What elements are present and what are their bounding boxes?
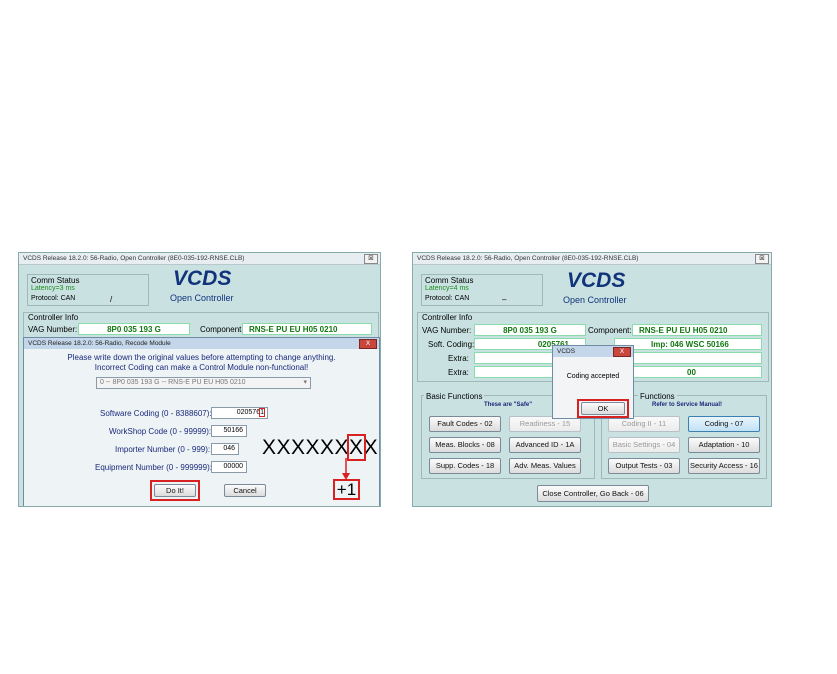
annotation-suffix: X — [363, 436, 379, 459]
ok-button[interactable]: OK — [581, 402, 625, 415]
module-select[interactable]: 0 -- 8P0 035 193 G -- RNS-E PU EU H05 02… — [96, 377, 311, 389]
software-coding-label: Software Coding (0 - 8388607): — [100, 409, 212, 418]
extra-label-2: Extra: — [448, 368, 469, 377]
right-window-title: VCDS Release 18.2.0: 56-Radio, Open Cont… — [417, 255, 639, 262]
recode-module-dialog: VCDS Release 18.2.0: 56-Radio, Recode Mo… — [23, 337, 380, 506]
module-select-value: 0 -- 8P0 035 193 G -- RNS-E PU EU H05 02… — [100, 379, 246, 386]
comm-status-label: Comm Status — [425, 276, 474, 285]
advanced-functions-note: Refer to Service Manual! — [652, 402, 723, 408]
comm-status-label: Comm Status — [31, 276, 80, 285]
adv-meas-values-button[interactable]: Adv. Meas. Values — [509, 458, 581, 474]
chevron-down-icon: ▾ — [303, 379, 307, 386]
supp-codes-button[interactable]: Supp. Codes - 18 — [429, 458, 501, 474]
right-window-close-icon[interactable]: ☒ — [755, 254, 769, 264]
left-window-title: VCDS Release 18.2.0: 56-Radio, Open Cont… — [23, 255, 245, 262]
readiness-button[interactable]: Readiness - 15 — [509, 416, 581, 432]
component-field: RNS-E PU EU H05 0210 — [242, 323, 372, 335]
advanced-functions-box: Functions Refer to Service Manual! Codin… — [601, 392, 767, 479]
controller-info-label: Controller Info — [422, 313, 473, 322]
fault-codes-button[interactable]: Fault Codes - 02 — [429, 416, 501, 432]
protocol-text: Protocol: CAN — [31, 295, 76, 302]
latency-text: Latency=4 ms — [425, 285, 469, 292]
left-comm-status-box: Comm Status Latency=3 ms Protocol: CAN / — [27, 274, 149, 306]
close-controller-button[interactable]: Close Controller, Go Back - 06 — [537, 485, 649, 502]
plus-one-text: +1 — [336, 480, 357, 499]
meas-blocks-button[interactable]: Meas. Blocks - 08 — [429, 437, 501, 453]
annotation-boxed-digit: X — [347, 434, 366, 461]
soft-coding-label: Soft. Coding: — [428, 340, 475, 349]
equipment-number-label: Equipment Number (0 - 999999): — [95, 463, 212, 472]
right-vcds-window: VCDS Release 18.2.0: 56-Radio, Open Cont… — [412, 252, 772, 507]
importer-wsc-field: Imp: 046 WSC 50166 — [614, 338, 762, 350]
open-controller-subtitle: Open Controller — [170, 293, 234, 303]
vcds-logo: VCDS — [173, 267, 232, 290]
recode-dialog-title: VCDS Release 18.2.0: 56-Radio, Recode Mo… — [28, 340, 171, 347]
extra-partial-text: 00 — [687, 368, 696, 377]
open-controller-subtitle: Open Controller — [563, 295, 627, 305]
advanced-functions-label: Functions — [638, 392, 677, 401]
software-coding-value: 020576 — [236, 409, 261, 416]
recode-dialog-title-bar: VCDS Release 18.2.0: 56-Radio, Recode Mo… — [24, 338, 379, 349]
software-coding-input[interactable]: 0205761 — [211, 407, 268, 419]
latency-text: Latency=3 ms — [31, 285, 75, 292]
basic-functions-label: Basic Functions — [424, 392, 485, 401]
controller-info-box: Controller Info VAG Number: 8P0 035 193 … — [417, 312, 769, 382]
extra-label-1: Extra: — [448, 354, 469, 363]
right-comm-status-box: Comm Status Latency=4 ms Protocol: CAN – — [421, 274, 543, 306]
ok-highlight — [577, 399, 629, 418]
do-it-button[interactable]: Do It! — [154, 484, 196, 497]
basic-settings-button[interactable]: Basic Settings - 04 — [608, 437, 680, 453]
activity-indicator: – — [502, 295, 507, 304]
right-title-bar: VCDS Release 18.2.0: 56-Radio, Open Cont… — [413, 253, 771, 265]
popup-close-icon[interactable]: X — [613, 347, 631, 357]
vag-number-field: 8P0 035 193 G — [474, 324, 586, 336]
component-label: Component: — [200, 325, 244, 334]
importer-number-label: Importer Number (0 - 999): — [115, 445, 211, 454]
coding-ii-button[interactable]: Coding II - 11 — [608, 416, 680, 432]
basic-functions-box: Basic Functions These are "Safe" Fault C… — [421, 392, 595, 479]
advanced-id-button[interactable]: Advanced ID - 1A — [509, 437, 581, 453]
vcds-logo: VCDS — [567, 269, 626, 292]
output-tests-button[interactable]: Output Tests - 03 — [608, 458, 680, 474]
vag-number-label: VAG Number: — [28, 325, 78, 334]
component-field: RNS-E PU EU H05 0210 — [632, 324, 762, 336]
software-coding-highlighted-digit: 1 — [259, 408, 265, 417]
cancel-button[interactable]: Cancel — [224, 484, 266, 497]
popup-title: VCDS — [557, 348, 576, 355]
component-label: Component: — [588, 326, 632, 335]
controller-info-label: Controller Info — [28, 313, 79, 322]
protocol-text: Protocol: CAN — [425, 295, 470, 302]
workshop-code-input[interactable]: 50166 — [211, 425, 247, 437]
activity-indicator: / — [110, 295, 113, 304]
left-window-close-icon[interactable]: ☒ — [364, 254, 378, 264]
left-vcds-window: VCDS Release 18.2.0: 56-Radio, Open Cont… — [18, 252, 381, 507]
recode-dialog-close-icon[interactable]: X — [359, 339, 377, 349]
security-access-button[interactable]: Security Access - 16 — [688, 458, 760, 474]
warning-line-2: Incorrect Coding can make a Control Modu… — [94, 363, 309, 372]
do-it-highlight — [150, 480, 200, 501]
coding-accepted-message: Coding accepted — [566, 373, 620, 380]
annotation-arrow-icon — [342, 458, 350, 480]
coding-button[interactable]: Coding - 07 — [688, 416, 760, 432]
left-title-bar: VCDS Release 18.2.0: 56-Radio, Open Cont… — [19, 253, 380, 265]
warning-line-1: Please write down the original values be… — [67, 353, 336, 362]
coding-digit-annotation: XXXXXXXX — [262, 434, 379, 461]
adaptation-button[interactable]: Adaptation - 10 — [688, 437, 760, 453]
vag-number-label: VAG Number: — [422, 326, 472, 335]
workshop-code-label: WorkShop Code (0 - 99999): — [109, 427, 212, 436]
importer-number-input[interactable]: 046 — [211, 443, 239, 455]
vag-number-field: 8P0 035 193 G — [78, 323, 190, 335]
annotation-prefix: XXXXXX — [262, 436, 350, 459]
plus-one-box: +1 — [333, 479, 360, 500]
popup-title-bar: VCDS — [553, 346, 633, 357]
equipment-number-input[interactable]: 00000 — [211, 461, 247, 473]
basic-functions-note: These are "Safe" — [484, 402, 533, 408]
coding-accepted-popup: VCDS X Coding accepted OK — [552, 345, 634, 419]
